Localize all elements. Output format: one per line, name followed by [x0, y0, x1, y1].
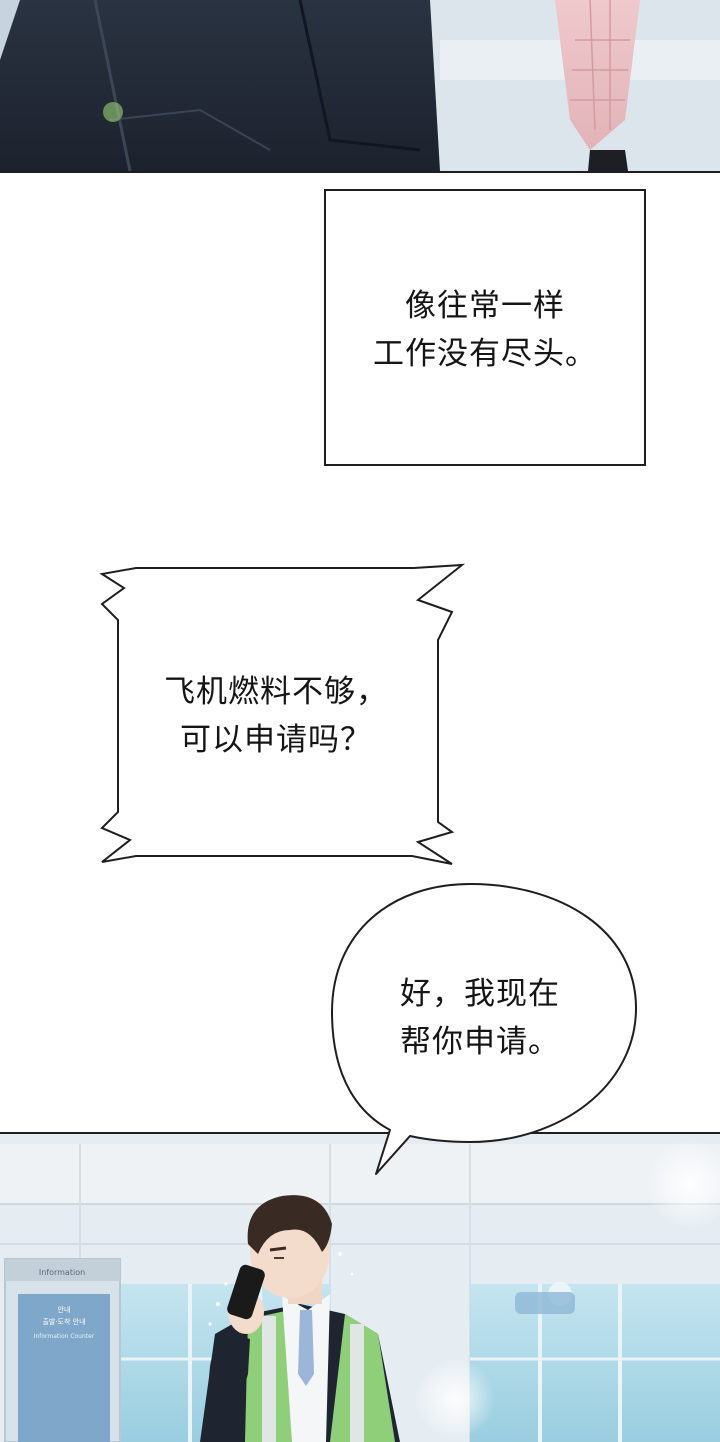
narration-box	[324, 189, 646, 466]
shout-line-1: 飞机燃料不够，	[164, 674, 388, 710]
sign-line-2: 출발·도착 안내	[42, 1317, 85, 1326]
sign-line-1: 안내	[58, 1305, 71, 1314]
airport-worker-on-phone-icon: Information 안내 출발·도착 안내 Information Coun…	[0, 1134, 720, 1442]
bottom-illustration-panel: Information 안내 출발·도착 안내 Information Coun…	[0, 1132, 720, 1442]
narration-text: 像往常一样 工作没有尽头。	[324, 282, 646, 378]
shout-line-2: 可以申请吗？	[180, 722, 372, 758]
sign-line-3: Information Counter	[34, 1333, 95, 1340]
narration-line-1: 像往常一样	[405, 288, 565, 324]
speech-line-1: 好，我现在	[400, 976, 560, 1012]
top-illustration-panel	[0, 0, 720, 173]
speech-bubble-text: 好，我现在 帮你申请。	[330, 970, 630, 1066]
shout-bubble-text: 飞机燃料不够， 可以申请吗？	[100, 668, 452, 764]
office-figures-icon	[0, 0, 720, 171]
sign-title: Information	[39, 1268, 85, 1277]
speech-line-2: 帮你申请。	[400, 1024, 560, 1060]
narration-line-2: 工作没有尽头。	[373, 336, 597, 372]
